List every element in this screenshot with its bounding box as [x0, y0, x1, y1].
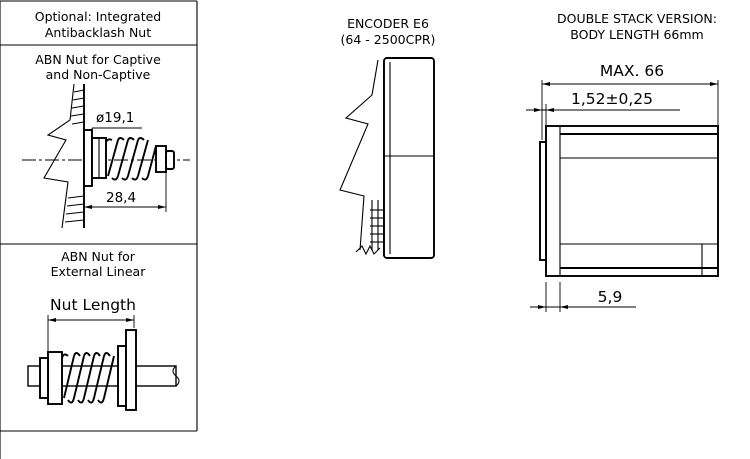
- double-stack-title-line2: BODY LENGTH 66mm: [570, 27, 703, 42]
- captive-length-label: 28,4: [106, 190, 136, 206]
- break-line: [43, 83, 75, 229]
- external-title-line1: ABN Nut for: [61, 249, 136, 264]
- encoder-title-line2: (64 - 2500CPR): [341, 32, 436, 47]
- encoder-drawing: [339, 57, 435, 259]
- external-nut-drawing: Nut Length: [27, 296, 180, 411]
- nut-length-label: Nut Length: [50, 296, 136, 314]
- panel-frame: [0, 0, 198, 459]
- double-stack-title-line1: DOUBLE STACK VERSION:: [557, 11, 717, 26]
- captive-nut-drawing: ø19,1 28,4: [22, 83, 190, 229]
- integrated-title-line1: Optional: Integrated: [35, 9, 162, 24]
- encoder-title-line1: ENCODER E6: [347, 16, 429, 31]
- captive-title-line1: ABN Nut for Captive: [35, 52, 161, 67]
- offset-label: 1,52±0,25: [571, 90, 653, 108]
- external-title-line2: External Linear: [51, 264, 147, 279]
- double-stack-drawing: MAX. 66 1,52±0,25 5,9: [526, 62, 719, 312]
- captive-diameter-label: ø19,1: [96, 110, 134, 126]
- encoder-break-line: [339, 59, 379, 251]
- integrated-title-line2: Antibacklash Nut: [45, 25, 151, 40]
- captive-title-line2: and Non-Captive: [46, 67, 151, 82]
- max-length-label: MAX. 66: [600, 62, 664, 80]
- bottom-dimension-label: 5,9: [598, 288, 623, 306]
